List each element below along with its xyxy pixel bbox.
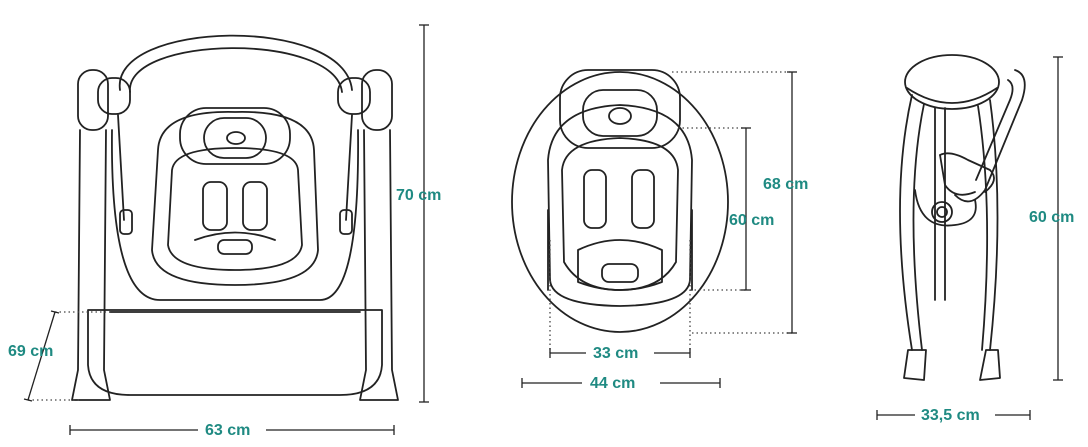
seat-width-dimension: 44 cm bbox=[521, 375, 721, 392]
side-depth-label: 33,5 cm bbox=[921, 407, 980, 424]
seat-inner-length-label: 60 cm bbox=[729, 212, 774, 229]
seat-length-label: 68 cm bbox=[763, 176, 808, 193]
front-height-label: 70 cm bbox=[396, 187, 441, 204]
front-seat-height-label: 69 cm bbox=[8, 343, 53, 360]
seat-inner-length-dimension: 60 cm bbox=[678, 127, 774, 291]
side-depth-dimension: 33,5 cm bbox=[876, 407, 1031, 424]
front-width-dimension: 63 cm bbox=[69, 422, 395, 439]
seat-length-dimension: 68 cm bbox=[672, 71, 808, 334]
seat-inner-width-label: 33 cm bbox=[593, 345, 638, 362]
seat-inner-width-dimension: 33 cm bbox=[549, 240, 691, 362]
seat-width-label: 44 cm bbox=[590, 375, 635, 392]
side-height-dimension: 60 cm bbox=[1029, 56, 1074, 381]
front-seat-height-dimension: 69 cm bbox=[8, 310, 112, 402]
swing-side-view bbox=[899, 54, 1026, 381]
front-height-dimension: 70 cm bbox=[396, 24, 441, 403]
swing-front-view bbox=[71, 34, 399, 401]
seat-top-view bbox=[511, 69, 729, 333]
front-width-label: 63 cm bbox=[205, 422, 250, 439]
side-height-label: 60 cm bbox=[1029, 209, 1074, 226]
